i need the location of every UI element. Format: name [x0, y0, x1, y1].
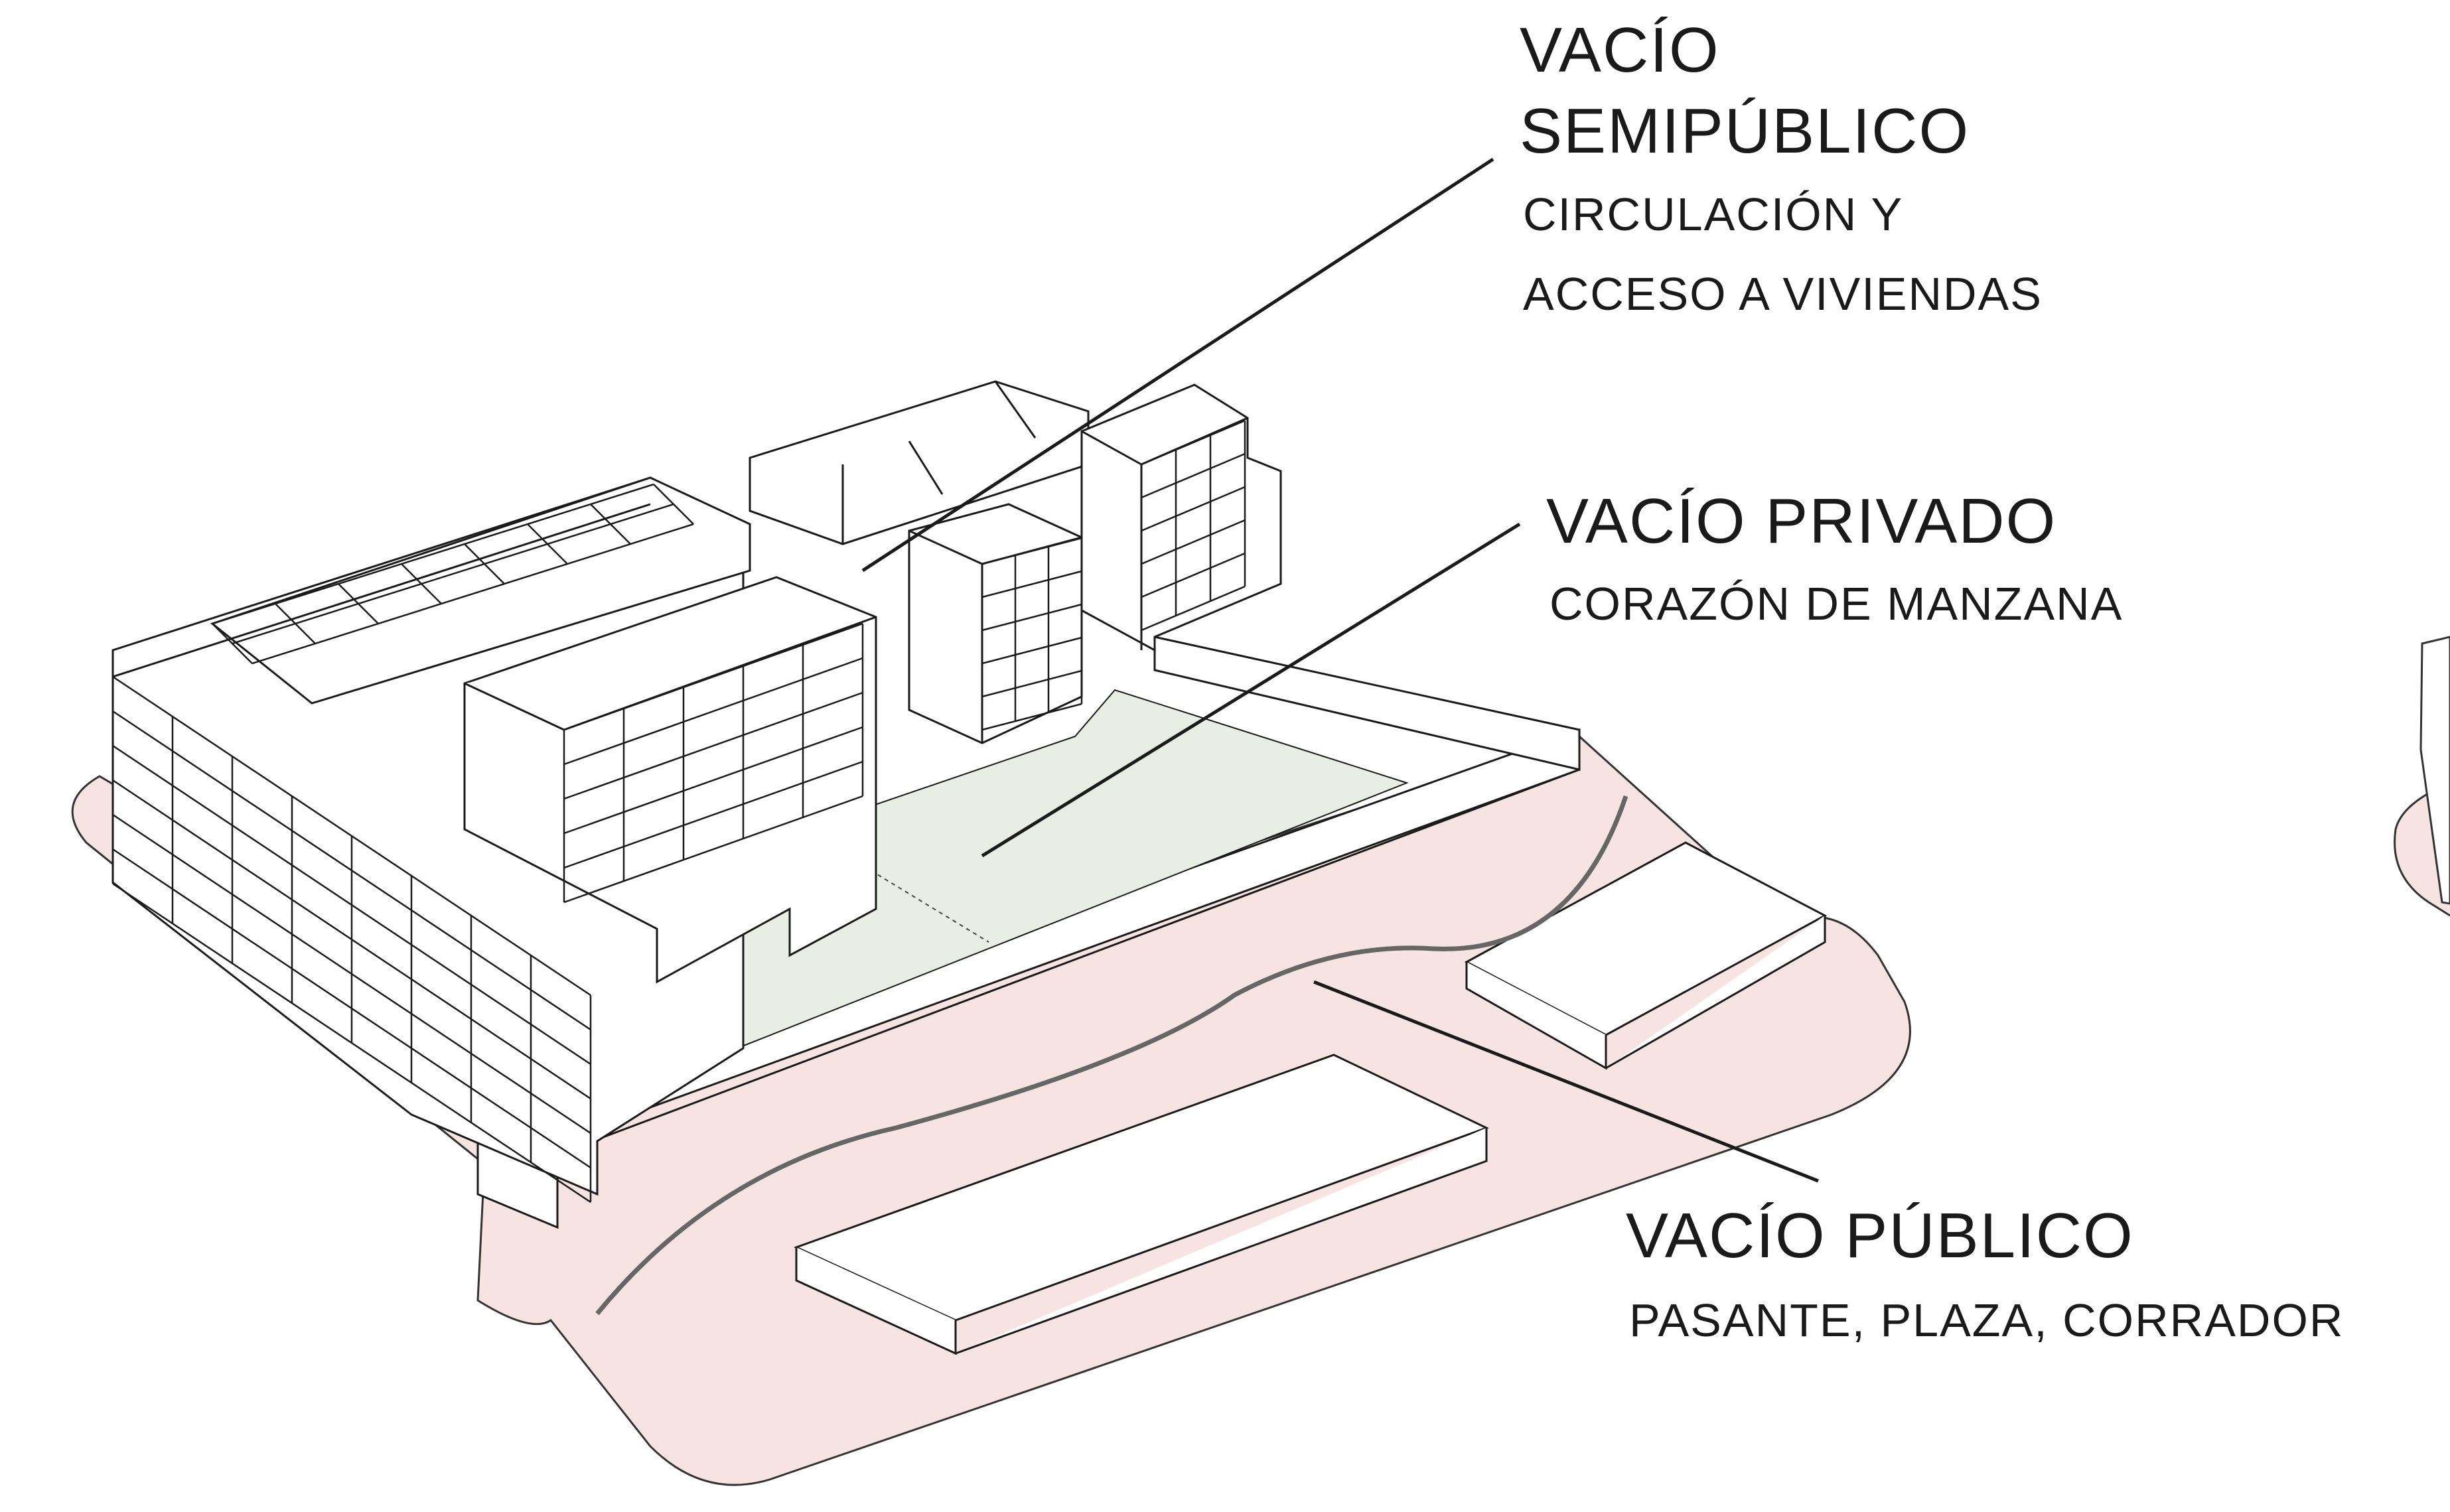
- building-tower: [1080, 383, 1282, 652]
- leader-line-public: [1313, 980, 1819, 1183]
- tower-module-divider: [1141, 519, 1246, 565]
- pavilion-small: [1464, 841, 1828, 1070]
- left-wing-modules: [111, 483, 694, 1203]
- left-module-floor-line: [112, 813, 591, 1134]
- public-subtitle: PASANTE, PLAZA, CORRADOR: [1629, 1294, 2344, 1346]
- tower-module-divider: [1141, 552, 1246, 598]
- tower-module-divider: [1141, 419, 1246, 466]
- mid-module-divider: [981, 603, 1082, 632]
- central-module-divider: [563, 760, 863, 869]
- mid-module-divider: [981, 703, 1082, 731]
- base-slab-right: [1153, 636, 1581, 771]
- tower-module-divider: [1141, 585, 1246, 632]
- left-module-floor-line: [112, 710, 591, 1031]
- central-wing-modules: [563, 622, 864, 904]
- private-title: VACÍO PRIVADO: [1546, 486, 2057, 557]
- left-roof-bay-floor-line: [252, 523, 694, 665]
- public-title: VACÍO PÚBLICO: [1626, 1200, 2134, 1271]
- central-module-divider: [563, 795, 863, 904]
- semipublic-subtitle-line1: CIRCULACIÓN Y: [1523, 188, 1904, 240]
- left-module-floor-line: [112, 848, 591, 1169]
- tower-modules: [1140, 419, 1246, 632]
- private-subtitle: CORAZÓN DE MANZANA: [1549, 578, 2124, 630]
- partial-building-block: [2419, 636, 2450, 905]
- semipublic-title-line2: SEMIPÚBLICO: [1520, 96, 1970, 167]
- building-central-wing: [463, 576, 877, 984]
- left-module-floor-line: [112, 882, 591, 1203]
- left-module-floor-line: [112, 779, 591, 1100]
- semipublic-subtitle-line2: ACCESO A VIVIENDAS: [1523, 268, 2043, 320]
- semipublic-title-line1: VACÍO: [1520, 15, 1720, 86]
- left-module-floor-line: [112, 744, 591, 1065]
- mid-module-divider: [981, 570, 1082, 598]
- pavilion-large: [794, 1054, 1489, 1355]
- mid-wing-modules: [981, 537, 1083, 731]
- building-mid-wing: [908, 503, 1083, 744]
- central-module-divider: [563, 691, 863, 800]
- tower-module-divider: [1141, 486, 1246, 532]
- central-module-divider: [563, 657, 863, 766]
- leader-line-private: [981, 522, 1521, 858]
- central-module-divider: [563, 726, 863, 835]
- left-roof-bay-floor-line: [232, 503, 674, 645]
- tower-module-divider: [1141, 452, 1246, 499]
- leader-line-semipublic: [861, 157, 1494, 573]
- central-module-divider: [563, 622, 863, 731]
- left-roof-bay-floor-line: [212, 483, 654, 625]
- mid-module-divider: [981, 537, 1082, 565]
- left-module-floor-line: [112, 675, 591, 997]
- mid-module-divider: [981, 669, 1082, 698]
- mid-module-divider: [981, 636, 1082, 665]
- public-path-curve: [595, 795, 1628, 1316]
